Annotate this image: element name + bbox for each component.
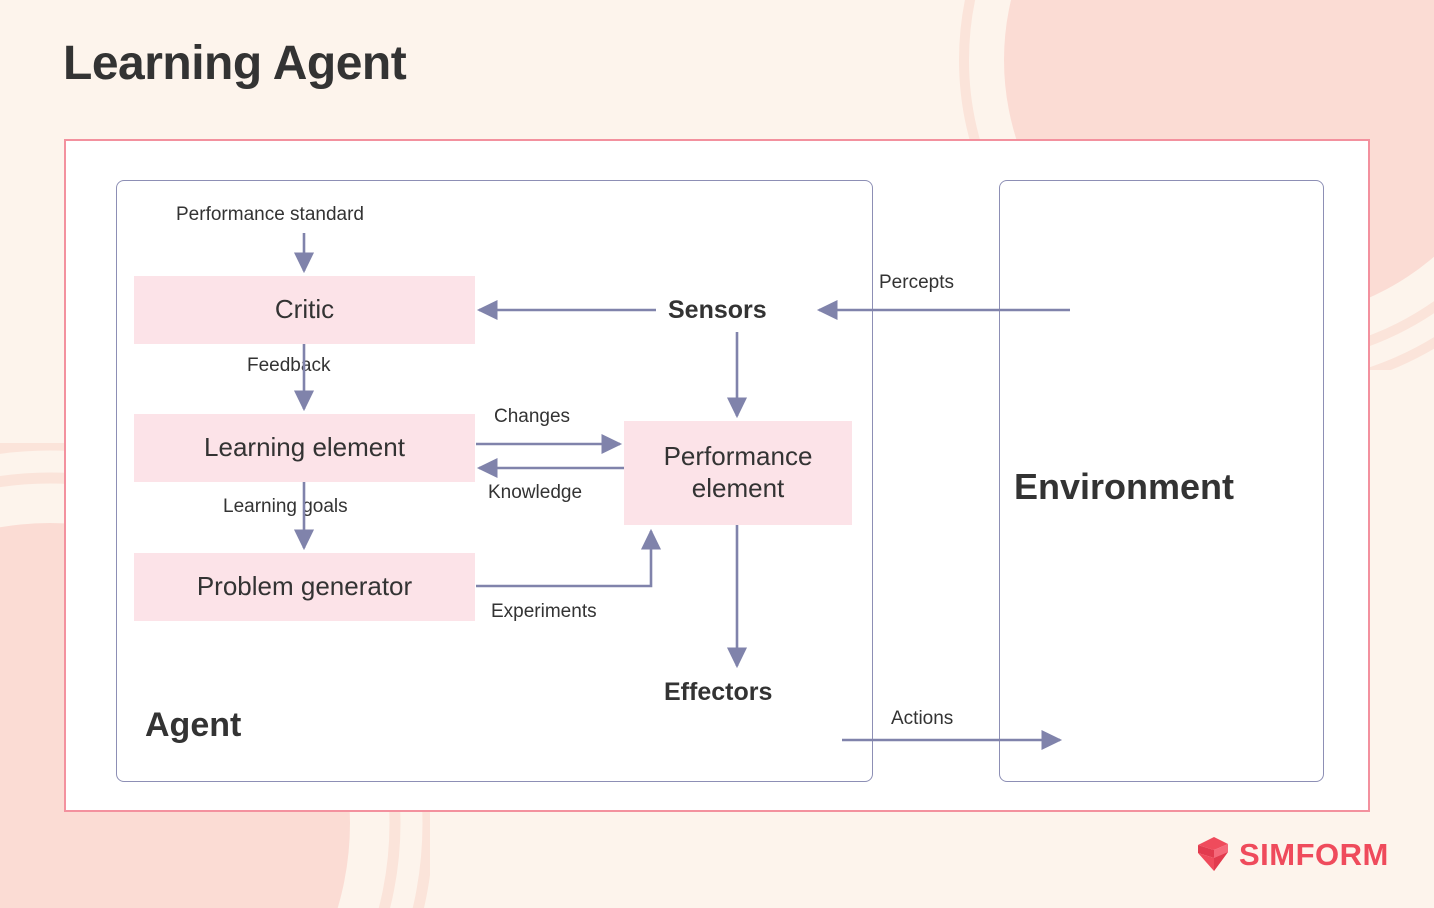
simform-wordmark: SIMFORM [1239,836,1389,872]
environment-container [999,180,1324,782]
edge-label-experiments: Experiments [491,601,597,622]
edge-label-feedback: Feedback [247,355,331,376]
node-sensors: Sensors [668,296,767,324]
node-problem-generator[interactable]: Problem generator [134,553,475,621]
edge-label-changes: Changes [494,406,571,427]
edge-label-actions: Actions [891,708,954,729]
edge-label-knowledge: Knowledge [488,482,583,503]
edge-label-percepts: Percepts [879,272,954,293]
simform-bolt-icon [1198,837,1228,871]
edge-label-performance-standard: Performance standard [176,204,364,225]
simform-logo: SIMFORM [1196,836,1389,872]
page-title: Learning Agent [63,37,407,90]
environment-label: Environment [1014,466,1235,507]
node-performance-element[interactable]: Performance element [624,421,852,525]
edge-label-learning-goals: Learning goals [223,496,348,517]
node-critic[interactable]: Critic [134,276,475,344]
node-learning-element[interactable]: Learning element [134,414,475,482]
agent-label: Agent [145,706,242,744]
node-effectors: Effectors [664,678,773,706]
